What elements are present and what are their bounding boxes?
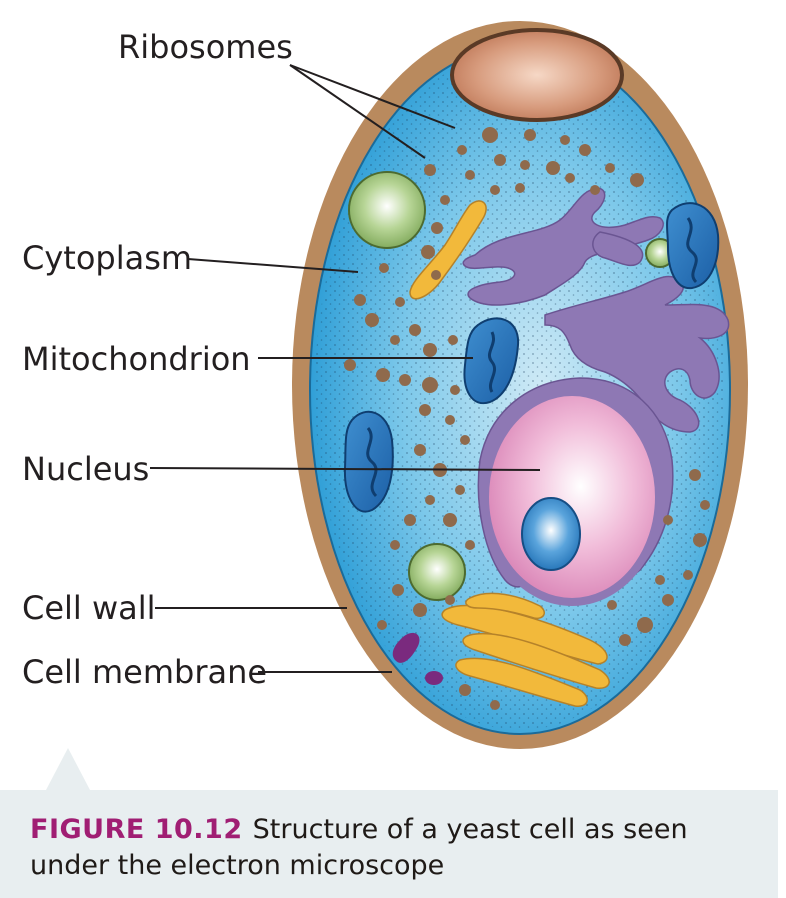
- label-cytoplasm: Cytoplasm: [22, 239, 192, 277]
- granule-purple-2: [425, 671, 443, 685]
- label-cell-membrane: Cell membrane: [22, 653, 267, 691]
- vacuole-large: [348, 171, 426, 249]
- figure-number: FIGURE 10.12: [30, 814, 243, 845]
- mitochondria: [343, 202, 720, 513]
- mitochondrion-right: [666, 202, 720, 290]
- caption-description: Structure of a yeast cell as seen under …: [30, 814, 688, 881]
- ribosomes-leader-1: [289, 64, 456, 129]
- yeast-cell-diagram: Ribosomes Cytoplasm Mitochondrion Nucleu…: [22, 21, 748, 749]
- vacuole-lower: [408, 543, 466, 601]
- top-vacuole: [450, 28, 624, 122]
- nucleolus: [521, 497, 581, 571]
- nucleus: [481, 388, 663, 606]
- cytoplasm-leader: [187, 258, 359, 273]
- label-mitochondrion: Mitochondrion: [22, 340, 251, 378]
- granule-purple-1: [392, 632, 420, 663]
- golgi-bodies: [409, 200, 610, 707]
- label-cell-wall: Cell wall: [22, 589, 156, 627]
- nucleus-leader: [149, 467, 541, 471]
- mitochondrion-left: [343, 410, 394, 513]
- ribosomes: [344, 127, 710, 710]
- caption-pointer: [46, 748, 90, 790]
- ribosomes-leader-2: [289, 64, 426, 159]
- label-ribosomes: Ribosomes: [118, 28, 293, 66]
- label-nucleus: Nucleus: [22, 450, 149, 488]
